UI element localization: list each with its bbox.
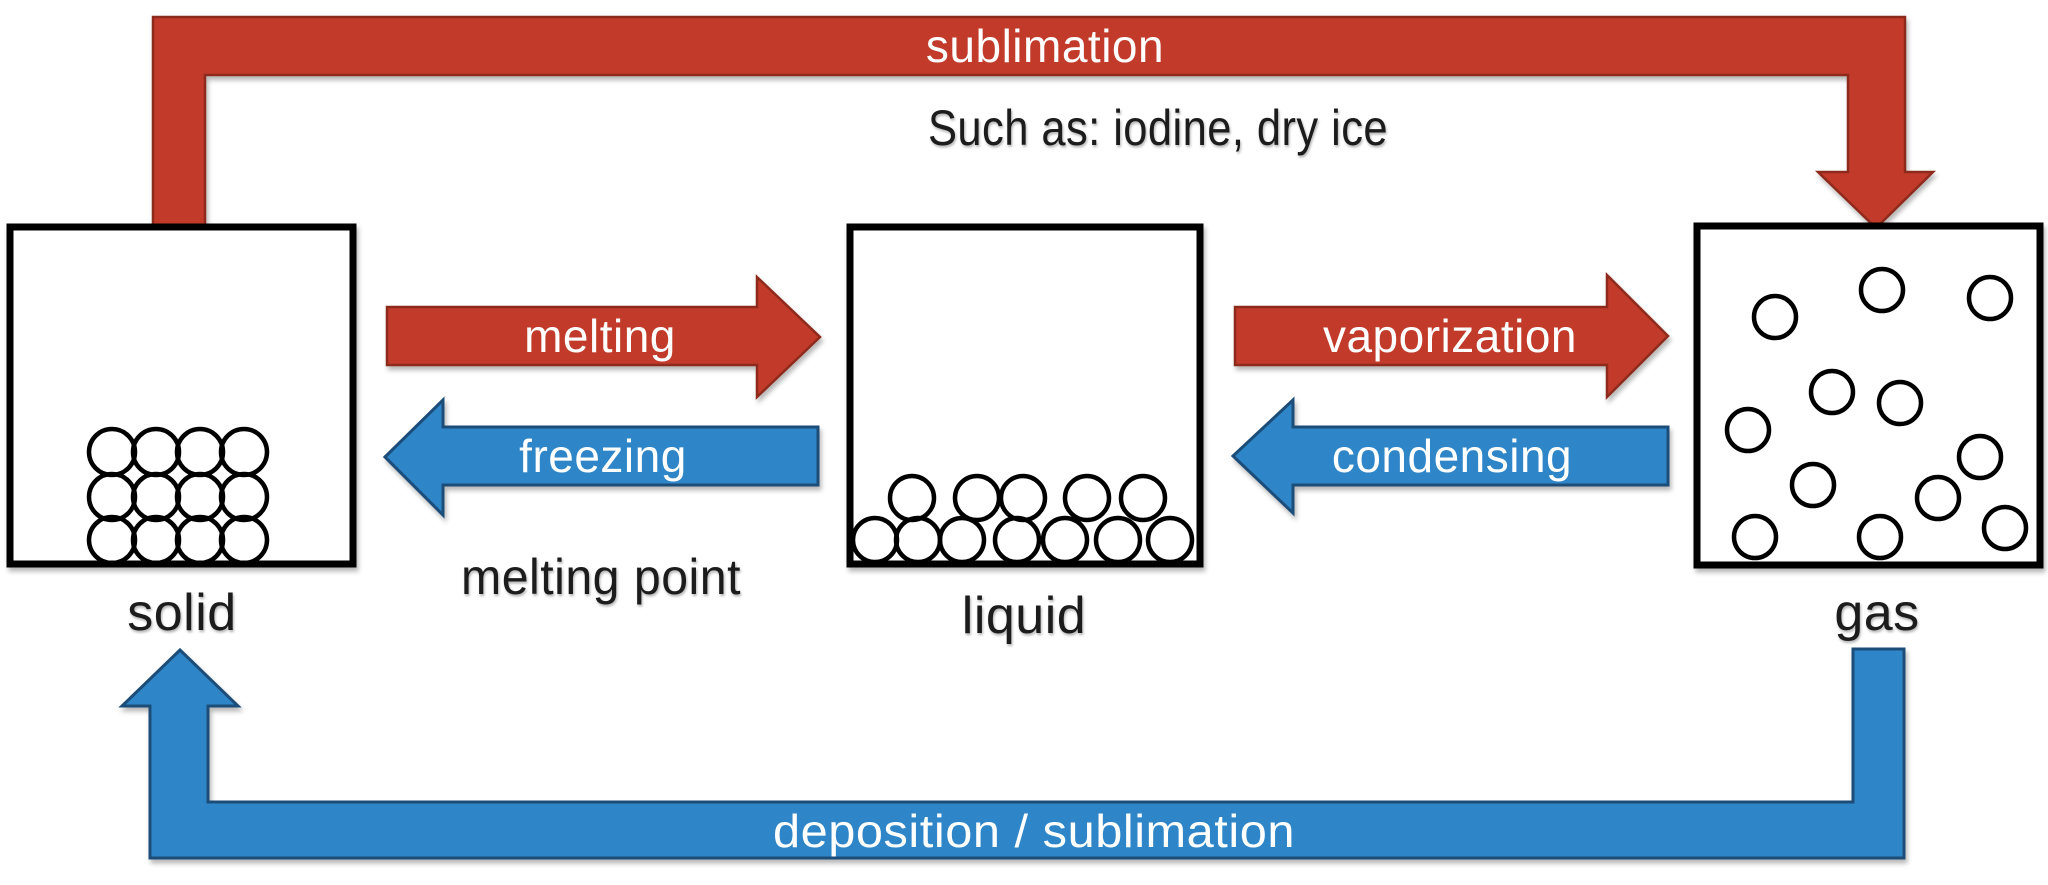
solid-label: solid: [127, 584, 236, 642]
particle: [1876, 379, 1924, 427]
gas-label: gas: [1834, 584, 1919, 642]
particle: [1956, 433, 2004, 481]
particle: [1914, 474, 1962, 522]
particle: [1789, 461, 1837, 509]
freezing-label: freezing: [519, 430, 687, 482]
particle: [1062, 473, 1112, 523]
particle: [1751, 293, 1799, 341]
annotations: Such as: iodine, dry ice melting point s…: [127, 100, 1919, 645]
particle: [218, 471, 270, 523]
particle: [1731, 513, 1779, 561]
deposition-arrow: [118, 647, 1906, 860]
melting-point-note: melting point: [461, 549, 741, 605]
transition-arrows: [118, 15, 1937, 860]
gas-particles: [1724, 266, 2029, 561]
particle: [1040, 515, 1090, 565]
liquid-box: [846, 223, 1204, 568]
particle: [1145, 515, 1195, 565]
particle: [1858, 266, 1906, 314]
particle: [937, 515, 987, 565]
particle: [1808, 368, 1856, 416]
vaporization-label: vaporization: [1323, 310, 1577, 362]
vaporization-arrow: [1233, 271, 1670, 401]
sublimation-examples-note: Such as: iodine, dry ice: [928, 100, 1388, 156]
condensing-arrow: [1230, 396, 1670, 517]
state-boxes: [6, 222, 2044, 569]
particle: [887, 473, 937, 523]
liquid-particles: [850, 473, 1195, 565]
condensing-label: condensing: [1332, 430, 1572, 482]
particle: [1724, 406, 1772, 454]
freezing-arrow: [382, 396, 820, 519]
labels: sublimation melting freezing vaporizatio…: [519, 20, 1577, 857]
particle: [998, 473, 1048, 523]
particle: [1966, 274, 2014, 322]
liquid-label: liquid: [962, 587, 1086, 645]
particle: [1856, 513, 1904, 561]
melting-arrow: [385, 274, 822, 400]
particle: [218, 514, 270, 566]
melting-label: melting: [524, 310, 676, 362]
particle: [1118, 473, 1168, 523]
particle: [1981, 504, 2029, 552]
particle: [1093, 515, 1143, 565]
sublimation-label: sublimation: [926, 20, 1164, 72]
solid-particles: [86, 426, 270, 566]
gas-box: [1693, 222, 2044, 569]
deposition-label: deposition / sublimation: [773, 805, 1295, 857]
